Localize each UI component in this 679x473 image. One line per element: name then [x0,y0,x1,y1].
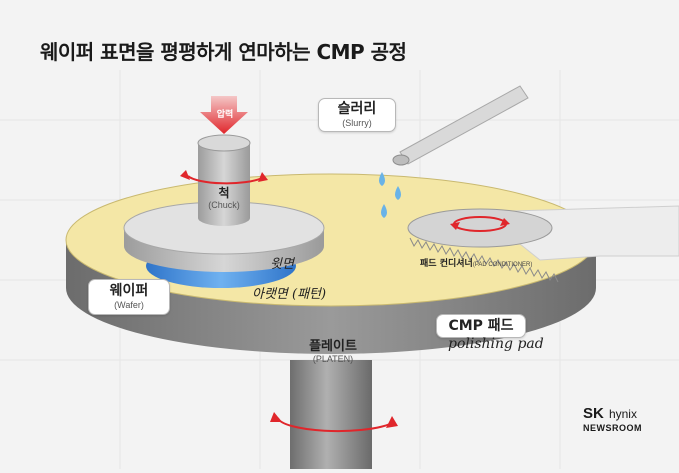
chuck-column-top [197,134,251,152]
pad-conditioner-teeth [409,237,559,283]
slurry-callout: 슬러리 (Slurry) [318,98,396,132]
chuck-label: 척 (Chuck) [208,186,240,210]
back-side-label: 아랫면 (패턴) [252,287,327,302]
platen-shaft [290,360,372,469]
page-title: 웨이퍼 표면을 평평하게 연마하는 CMP 공정 [40,40,407,64]
cmp-pad-callout: CMP 패드 [436,314,526,338]
pressure-label: 압력 [216,110,234,120]
cmp-pad-sublabel: polishing pad [448,336,544,352]
slurry-nozzle-tip [392,154,410,166]
chuck-rotation-arrow-icon [180,170,268,185]
platen-label: 플레이트 (PLATEN) [309,339,357,365]
brand-logo: SK hynix NEWSROOM [583,405,642,433]
pressure-arrow-icon [200,96,248,134]
slurry-drops-icon [379,172,401,218]
chuck-column [198,143,250,226]
slurry-nozzle [399,85,529,165]
front-side-label: 윗면 [270,257,294,272]
pad-conditioner-head [407,208,553,248]
pad-conditioner-label: 패드 컨디셔너(PAD CONDITIONER) [420,259,533,269]
shaft-rotation-arrow-icon [270,412,398,433]
conditioner-rotation-arrow-icon [450,216,510,232]
wafer-callout: 웨이퍼 (Wafer) [88,279,170,315]
